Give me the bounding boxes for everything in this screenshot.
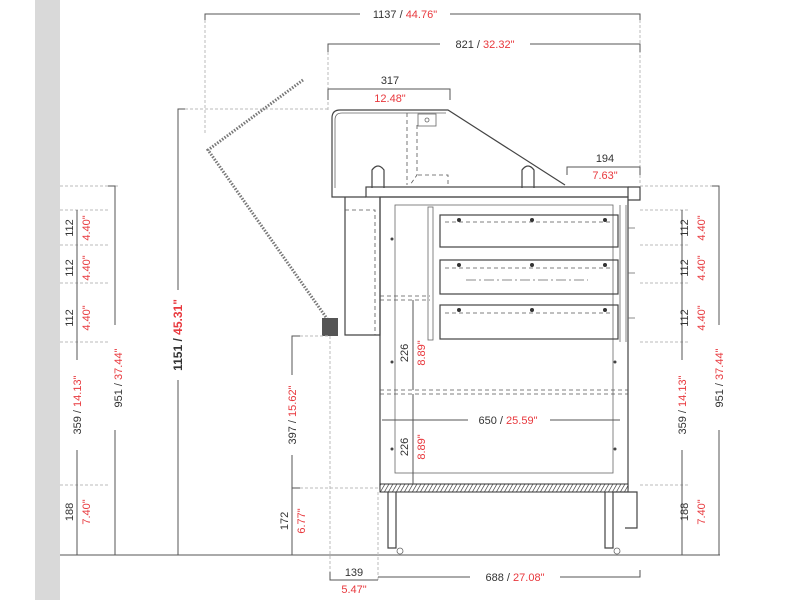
svg-text:188: 188 — [64, 503, 76, 521]
svg-text:8.89": 8.89" — [416, 340, 428, 365]
dim-cabinet-depth: 821 / 32.32" — [327, 39, 641, 110]
svg-text:172: 172 — [279, 512, 291, 530]
svg-text:688 / 27.08": 688 / 27.08" — [486, 572, 545, 584]
dim-right-lower-section: 359 / 14.13" — [677, 342, 689, 485]
svg-text:7.63": 7.63" — [592, 170, 617, 182]
dim-inner-width: 650 / 25.59" — [479, 415, 538, 427]
dim-rear-ledge: 194 7.63" — [566, 153, 641, 182]
dim-top-shelf: 317 12.48" — [327, 75, 451, 105]
svg-text:4.40": 4.40" — [696, 305, 708, 330]
svg-text:112: 112 — [679, 309, 691, 327]
cabinet-body — [379, 196, 629, 490]
svg-text:821 / 32.32": 821 / 32.32" — [456, 39, 515, 51]
sneeze-guard-glass — [205, 78, 337, 331]
svg-text:4.40": 4.40" — [696, 215, 708, 240]
svg-text:7.40": 7.40" — [81, 499, 93, 524]
dim-left-tray-pitch-3: 112 4.40" — [64, 283, 93, 342]
dim-right-counter-height: 951 / 37.44" — [712, 185, 726, 555]
svg-text:112: 112 — [64, 259, 76, 277]
svg-text:397 / 15.62": 397 / 15.62" — [287, 385, 299, 444]
front-panel — [344, 197, 381, 336]
svg-text:112: 112 — [679, 219, 691, 237]
svg-text:951 / 37.44": 951 / 37.44" — [714, 348, 726, 407]
tray-3 — [439, 304, 619, 340]
dim-left-counter-height: 951 / 37.44" — [108, 185, 125, 555]
dim-left-lower-section: 359 / 14.13" — [72, 342, 84, 485]
svg-text:12.48": 12.48" — [374, 93, 406, 105]
dim-right-tray-pitch-2: 112 4.40" — [679, 245, 708, 283]
svg-text:650 / 25.59": 650 / 25.59" — [479, 415, 538, 427]
svg-text:4.40": 4.40" — [81, 305, 93, 330]
svg-text:112: 112 — [679, 259, 691, 277]
dim-right-tray-pitch-3: 112 4.40" — [679, 283, 708, 342]
svg-text:951 / 37.44": 951 / 37.44" — [113, 348, 125, 407]
dim-left-tray-pitch-2: 112 4.40" — [64, 245, 93, 283]
top-shelf — [331, 109, 566, 188]
dim-left-tray-pitch-1: 112 4.40" — [64, 210, 93, 245]
svg-text:112: 112 — [64, 309, 76, 327]
dim-overall-depth: 1137 / 44.76" — [204, 9, 641, 185]
svg-text:6.77": 6.77" — [296, 508, 308, 533]
svg-text:8.89": 8.89" — [416, 434, 428, 459]
svg-text:359 / 14.13": 359 / 14.13" — [677, 375, 689, 434]
dim-right-tray-pitch-1: 112 4.40" — [679, 210, 708, 245]
dim-right-base-height: 188 7.40" — [679, 485, 708, 555]
dim-base-depth: 688 / 27.08" — [378, 570, 641, 584]
base-frame — [379, 483, 638, 555]
svg-text:188: 188 — [679, 503, 691, 521]
dim-sneeze-guard-height: 397 / 15.62" — [287, 335, 380, 555]
tray-rail — [619, 205, 635, 342]
side-band — [35, 0, 60, 600]
dim-overall-height: 1151 / 45.31" — [171, 108, 330, 555]
svg-text:194: 194 — [596, 153, 614, 165]
dim-leg-clearance: 172 6.77" — [279, 508, 308, 533]
svg-text:4.40": 4.40" — [696, 255, 708, 280]
tray-1 — [439, 214, 619, 248]
tray-2 — [439, 259, 619, 295]
svg-text:7.40": 7.40" — [696, 499, 708, 524]
svg-text:1137 / 44.76": 1137 / 44.76" — [373, 9, 437, 21]
svg-text:4.40": 4.40" — [81, 215, 93, 240]
glass-hinge — [322, 318, 338, 336]
dim-shelf-space-upper: 226 8.89" — [399, 300, 428, 390]
dim-left-base-height: 188 7.40" — [64, 485, 93, 555]
svg-text:226: 226 — [399, 438, 411, 456]
dim-shelf-space-lower: 226 8.89" — [399, 394, 428, 484]
svg-text:139: 139 — [345, 567, 363, 579]
svg-text:226: 226 — [399, 344, 411, 362]
svg-text:1151 / 45.31": 1151 / 45.31" — [171, 299, 185, 371]
counter-top — [331, 186, 641, 201]
svg-text:112: 112 — [64, 219, 76, 237]
dim-front-overhang: 139 5.47" — [329, 567, 378, 596]
svg-text:359 / 14.13": 359 / 14.13" — [72, 375, 84, 434]
svg-text:4.40": 4.40" — [81, 255, 93, 280]
svg-text:5.47": 5.47" — [341, 584, 366, 596]
svg-text:317: 317 — [381, 75, 399, 87]
